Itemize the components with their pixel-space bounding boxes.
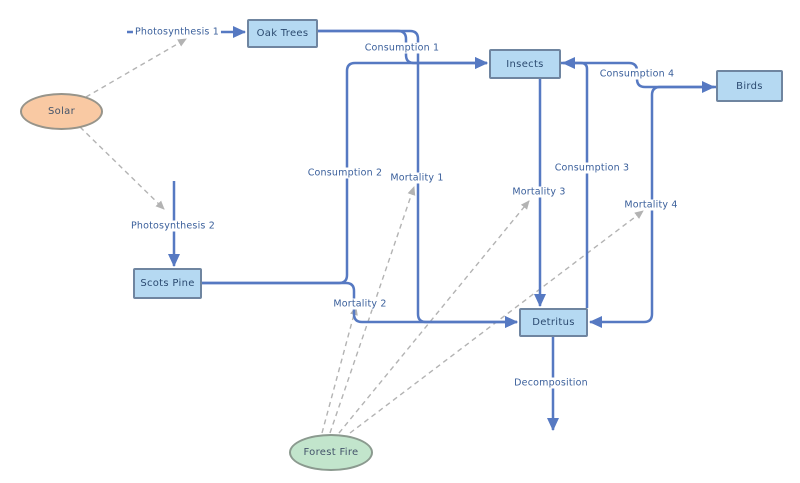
flow-label-photosynthesis-2[interactable]: Photosynthesis 2 (128, 220, 218, 232)
flow-label-consumption-2[interactable]: Consumption 2 (305, 167, 385, 179)
link-forest-fire-mortality-2[interactable] (321, 306, 358, 434)
node-birds-label: Birds (736, 80, 763, 92)
link-solar-photosynthesis-2[interactable] (79, 126, 165, 210)
node-scots-pine-label: Scots Pine (140, 278, 195, 289)
node-insects-label: Insects (506, 58, 544, 70)
flow-label-mortality-4[interactable]: Mortality 4 (622, 199, 680, 211)
node-forest-fire[interactable]: Forest Fire (289, 434, 373, 471)
flow-label-mortality-1[interactable]: Mortality 1 (388, 172, 446, 184)
flow-label-photosynthesis-1[interactable]: Photosynthesis 1 (132, 26, 222, 38)
node-forest-fire-label: Forest Fire (303, 447, 359, 458)
link-solar-photosynthesis-1[interactable] (85, 38, 187, 98)
flow-consumption-3[interactable] (562, 57, 589, 308)
flow-label-decomposition[interactable]: Decomposition (512, 377, 590, 389)
node-birds[interactable]: Birds (716, 70, 783, 102)
node-scots-pine[interactable]: Scots Pine (133, 268, 202, 299)
node-solar-label: Solar (48, 106, 75, 117)
node-insects[interactable]: Insects (489, 49, 561, 79)
node-detritus-label: Detritus (532, 317, 575, 328)
flow-label-consumption-4[interactable]: Consumption 4 (597, 68, 677, 80)
node-oak-trees-label: Oak Trees (256, 28, 309, 39)
flow-label-mortality-3[interactable]: Mortality 3 (510, 186, 568, 198)
flow-label-mortality-2[interactable]: Mortality 2 (331, 298, 389, 310)
node-detritus[interactable]: Detritus (519, 308, 588, 337)
node-solar[interactable]: Solar (20, 93, 103, 130)
link-forest-fire-mortality-3[interactable] (338, 200, 530, 434)
flow-label-consumption-3[interactable]: Consumption 3 (552, 162, 632, 174)
link-forest-fire-mortality-1[interactable] (329, 186, 416, 434)
flow-label-consumption-1[interactable]: Consumption 1 (362, 42, 442, 54)
node-oak-trees[interactable]: Oak Trees (247, 19, 318, 48)
